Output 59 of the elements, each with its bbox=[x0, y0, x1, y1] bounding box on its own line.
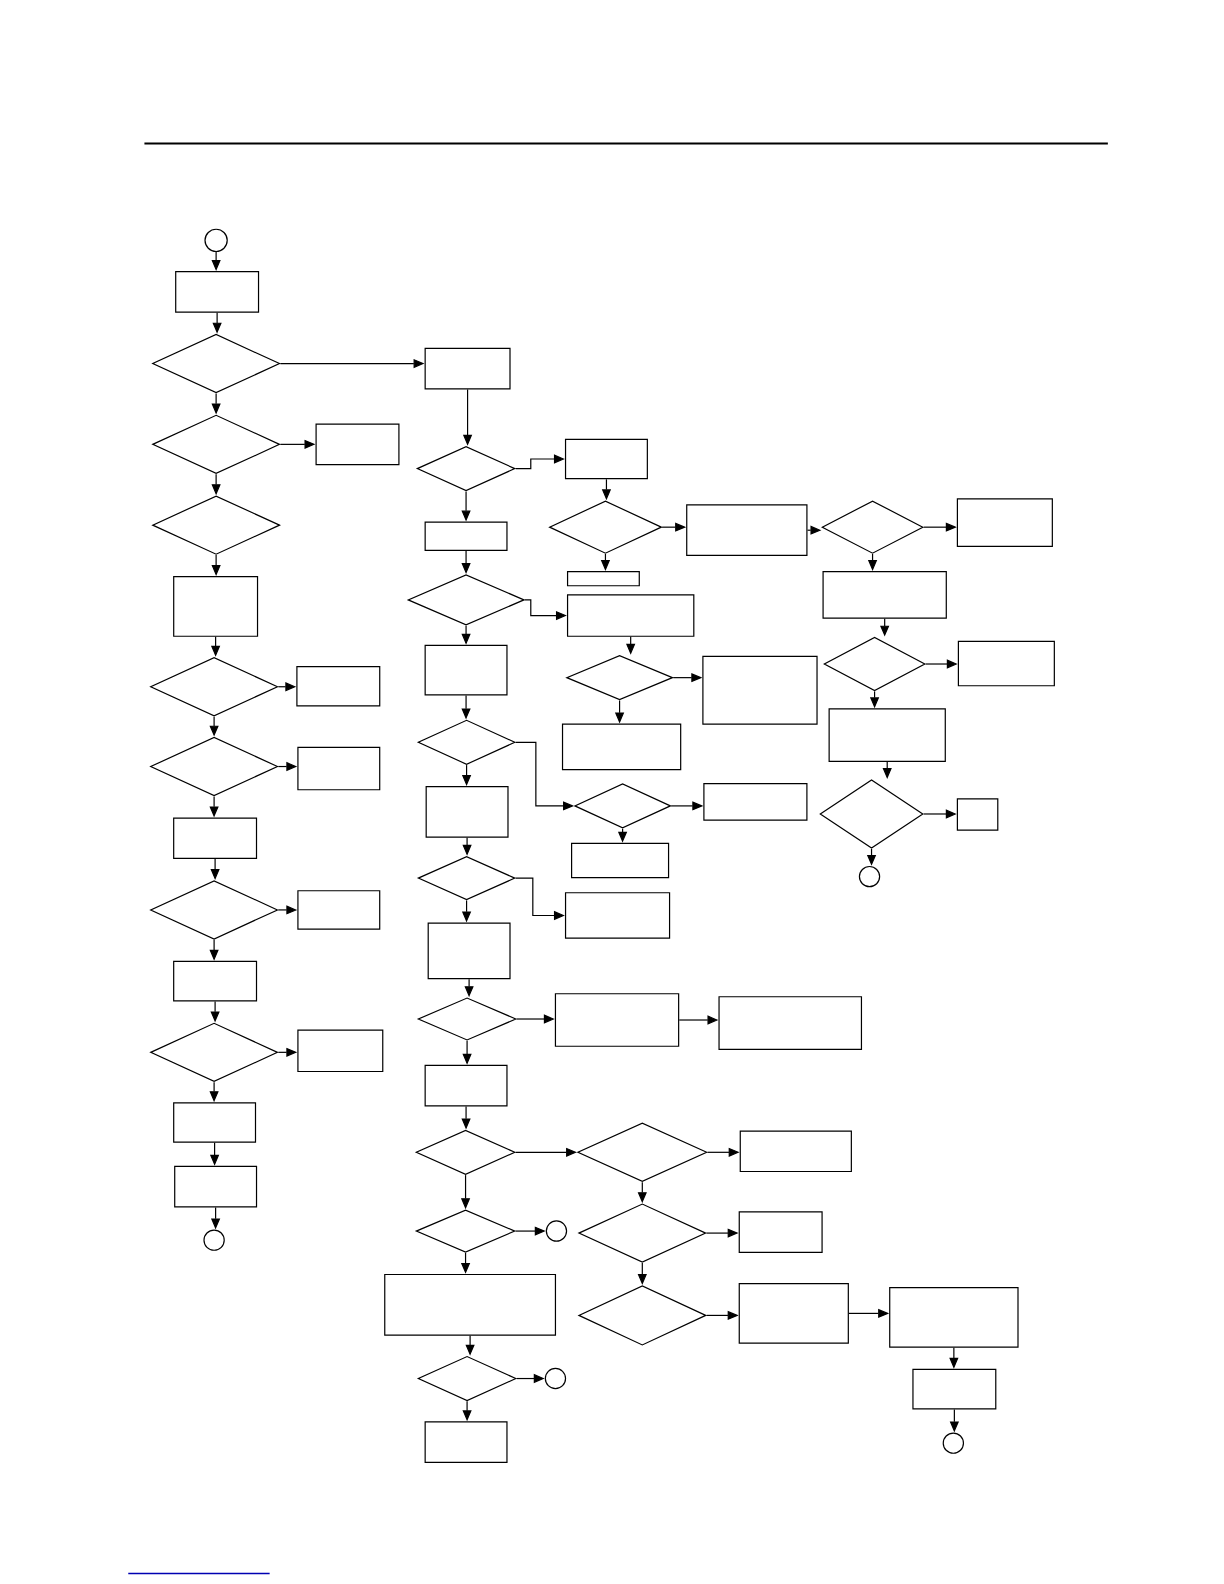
process-box bbox=[424, 521, 508, 551]
process-box bbox=[566, 571, 640, 587]
process-box bbox=[173, 960, 258, 1002]
arrow bbox=[637, 1262, 647, 1285]
process-box bbox=[956, 798, 999, 831]
process-box bbox=[738, 1211, 823, 1253]
decision-diamond bbox=[149, 880, 279, 940]
connector-circle bbox=[203, 1229, 225, 1251]
process-box bbox=[424, 1064, 508, 1107]
process-box bbox=[702, 655, 818, 725]
arrow bbox=[515, 741, 574, 811]
arrow bbox=[211, 554, 221, 576]
connector-circle bbox=[204, 228, 228, 253]
process-box bbox=[424, 644, 508, 696]
process-box bbox=[561, 723, 682, 771]
connector-circle bbox=[858, 865, 881, 888]
process-box bbox=[175, 271, 260, 313]
process-box bbox=[297, 890, 381, 930]
decision-diamond bbox=[149, 736, 279, 797]
connector-circle bbox=[942, 1432, 965, 1454]
process-box bbox=[424, 1421, 508, 1463]
process-box bbox=[173, 817, 258, 860]
arrow bbox=[461, 550, 471, 574]
process-box bbox=[912, 1368, 997, 1410]
process-box bbox=[174, 1165, 258, 1208]
process-box bbox=[427, 922, 511, 980]
process-box bbox=[315, 423, 400, 466]
process-box bbox=[173, 576, 259, 637]
process-box bbox=[889, 1287, 1019, 1348]
arrow bbox=[882, 761, 892, 779]
process-box bbox=[296, 665, 381, 707]
process-box bbox=[957, 640, 1055, 687]
process-box bbox=[424, 347, 511, 390]
decision-diamond bbox=[149, 657, 279, 717]
process-box bbox=[564, 892, 671, 939]
decision-diamond bbox=[819, 779, 924, 849]
process-box bbox=[566, 594, 695, 637]
decision-diamond bbox=[151, 495, 281, 555]
connector-circle bbox=[545, 1220, 568, 1242]
process-box bbox=[297, 746, 381, 791]
process-box bbox=[739, 1130, 852, 1173]
process-box bbox=[703, 783, 808, 821]
arrow bbox=[211, 251, 221, 271]
process-box bbox=[956, 498, 1053, 547]
arrow bbox=[210, 858, 220, 880]
process-box bbox=[554, 993, 680, 1047]
process-box bbox=[384, 1273, 557, 1336]
process-box bbox=[425, 786, 509, 838]
decision-diamond bbox=[151, 333, 281, 394]
process-box bbox=[173, 1102, 257, 1143]
process-box bbox=[738, 1283, 849, 1344]
process-box bbox=[686, 504, 808, 557]
process-box bbox=[718, 996, 863, 1050]
process-box bbox=[571, 842, 670, 879]
process-box bbox=[297, 1029, 384, 1073]
connector-circle bbox=[544, 1367, 567, 1390]
process-box bbox=[828, 708, 946, 763]
process-box bbox=[564, 438, 648, 480]
process-box bbox=[822, 571, 947, 619]
